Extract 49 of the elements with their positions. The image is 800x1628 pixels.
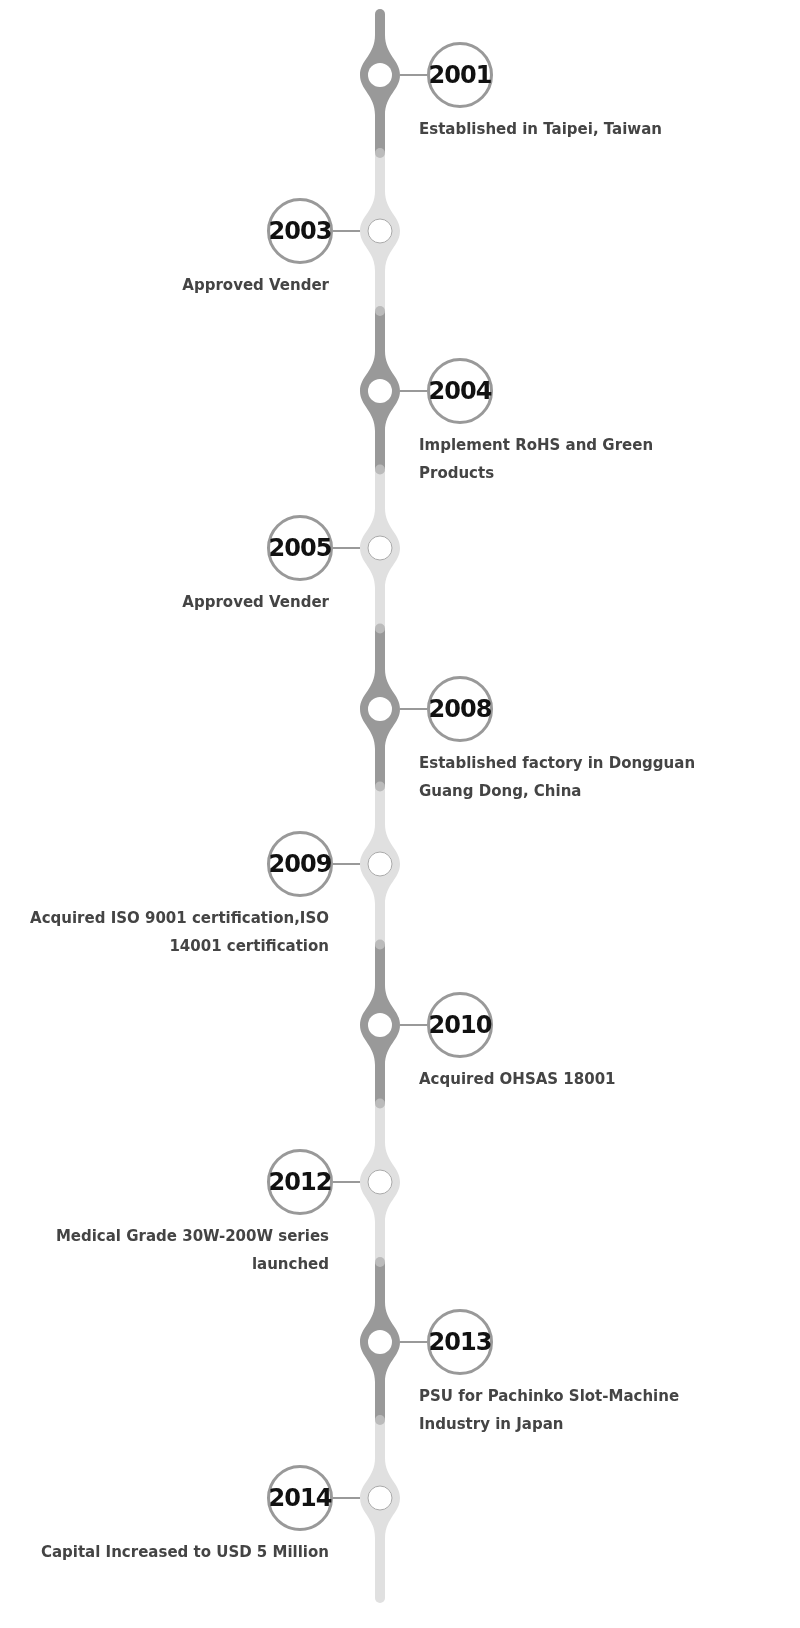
timeline-marker <box>360 1458 400 1538</box>
connector-line <box>332 863 361 865</box>
connector-line <box>375 430 385 509</box>
timeline-marker <box>360 35 400 115</box>
connector-line <box>399 74 428 76</box>
year-circle: 2014 <box>267 1465 333 1531</box>
event-description: PSU for Pachinko Slot-Machine Industry in Japan <box>419 1386 681 1435</box>
event-description: Implement RoHS and Green Products <box>419 435 655 484</box>
year-circle: 2013 <box>427 1309 493 1375</box>
connector-line <box>375 270 385 352</box>
connector-line <box>375 114 385 192</box>
year-circle: 2001 <box>427 42 493 108</box>
year-circle: 2004 <box>427 358 493 424</box>
connector-line <box>375 903 385 986</box>
event-description: Established factory in Dongguan Guang Dong, China <box>419 753 697 802</box>
connector-line <box>375 1381 385 1459</box>
timeline-marker <box>360 1142 400 1222</box>
event-description: Approved Vender <box>181 592 329 613</box>
year-circle: 2012 <box>267 1149 333 1215</box>
connector-line <box>399 1341 428 1343</box>
connector-line <box>332 230 361 232</box>
year-circle: 2009 <box>267 831 333 897</box>
connector-line <box>399 1024 428 1026</box>
connector-line <box>375 748 385 825</box>
event-description: Acquired ISO 9001 certification,ISO 14001 certification <box>29 908 329 957</box>
event-description: Established in Taipei, Taiwan <box>419 119 664 140</box>
event-description: Approved Vender <box>181 275 329 296</box>
timeline-marker <box>360 824 400 904</box>
year-circle: 2003 <box>267 198 333 264</box>
connector-line <box>332 1181 361 1183</box>
timeline-marker <box>360 351 400 431</box>
timeline-marker <box>360 985 400 1065</box>
connector-line <box>375 1064 385 1143</box>
year-circle: 2010 <box>427 992 493 1058</box>
connector-line <box>332 1497 361 1499</box>
event-description: Acquired OHSAS 18001 <box>419 1069 617 1090</box>
connector-line <box>375 1221 385 1303</box>
year-circle: 2005 <box>267 515 333 581</box>
timeline-marker <box>360 1302 400 1382</box>
year-circle: 2008 <box>427 676 493 742</box>
connector-line <box>332 547 361 549</box>
timeline-marker <box>360 669 400 749</box>
timeline-marker <box>360 191 400 271</box>
event-description: Capital Increased to USD 5 Million <box>39 1542 329 1563</box>
connector-line <box>375 587 385 670</box>
connector-line <box>399 708 428 710</box>
connector-line <box>399 390 428 392</box>
timeline-marker <box>360 508 400 588</box>
event-description: Medical Grade 30W-200W series launched <box>54 1226 329 1275</box>
